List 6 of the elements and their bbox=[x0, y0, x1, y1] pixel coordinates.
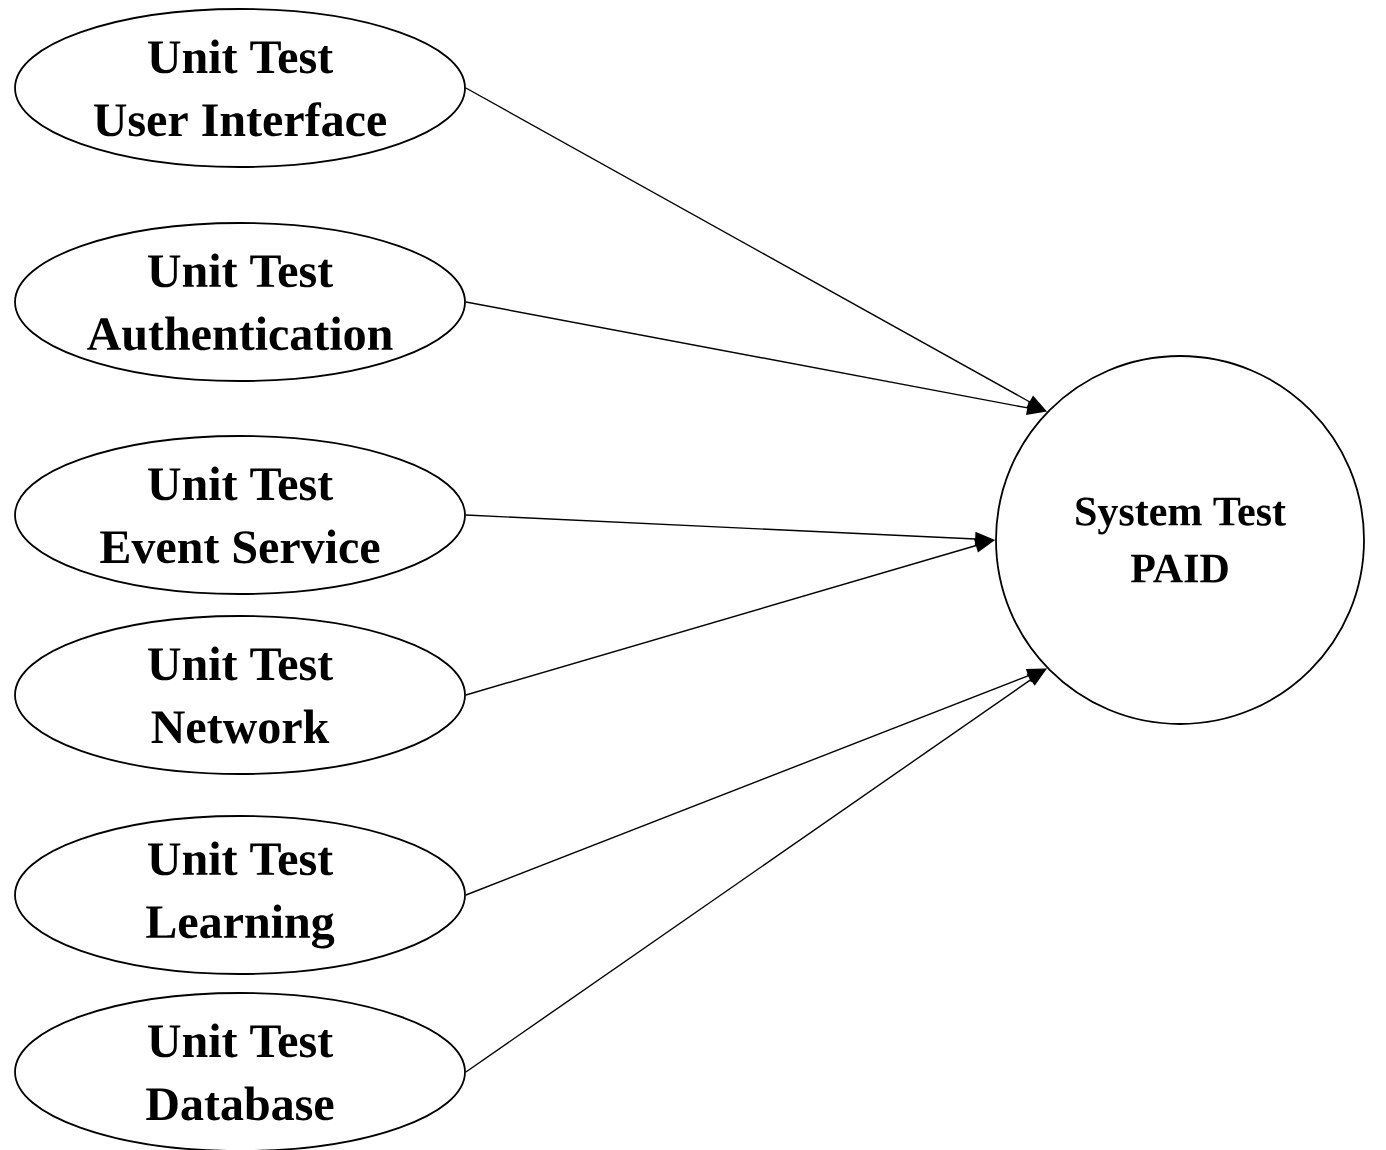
ellipse-node: Unit Test Authentication bbox=[14, 222, 466, 382]
ellipse-node: Unit Test Network bbox=[14, 615, 466, 775]
ellipse-node: Unit Test Learning bbox=[14, 815, 466, 975]
ellipse-node: Unit Test Event Service bbox=[14, 435, 466, 595]
circle-node: System Test PAID bbox=[995, 355, 1365, 725]
ellipse-node: Unit Test User Interface bbox=[14, 8, 466, 168]
